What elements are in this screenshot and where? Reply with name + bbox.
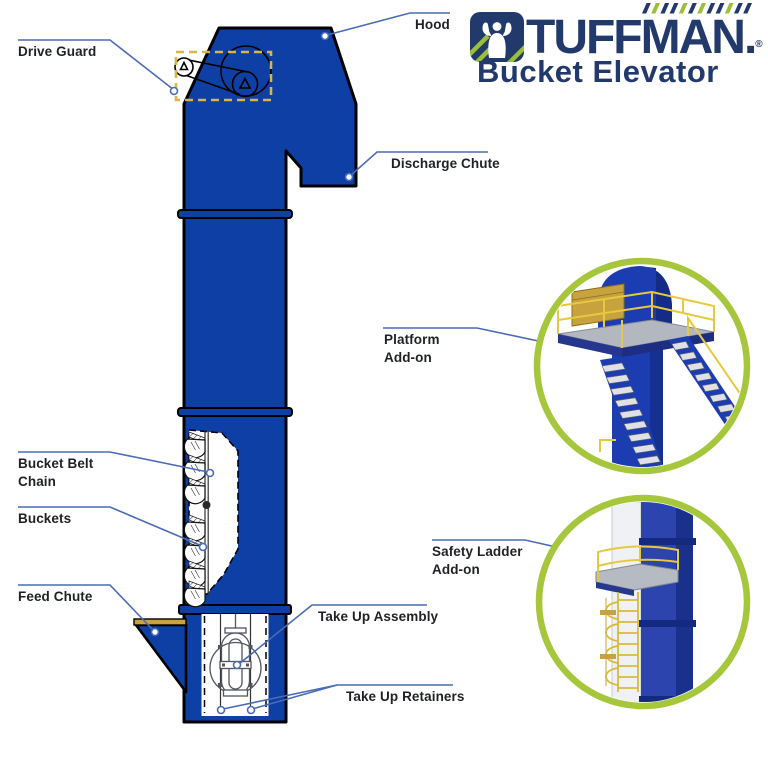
label-feed-chute: Feed Chute	[18, 589, 93, 604]
label-buckets: Buckets	[18, 511, 72, 526]
label-hood: Hood	[415, 17, 450, 32]
platform-railing	[557, 290, 743, 452]
feed-chute-drawing	[133, 618, 188, 694]
label-take-up-retainers: Take Up Retainers	[346, 689, 465, 704]
platform-addon-inset	[533, 257, 751, 475]
casing-flange-upper	[177, 209, 293, 219]
safety-ladder-addon-inset	[535, 494, 751, 710]
leader-lines	[18, 12, 630, 715]
label-platform-addon: Platform Add-on	[384, 332, 440, 365]
brand-wordmark: TUFFMAN.®	[526, 10, 763, 65]
casing-flange-lower	[177, 407, 293, 417]
muscleman-figure	[482, 22, 512, 58]
chain-bolt	[202, 501, 211, 509]
label-bucket-belt-chain: Bucket Belt Chain	[18, 456, 94, 489]
drive-guard-dashed-box	[174, 50, 273, 102]
label-discharge-chute: Discharge Chute	[391, 156, 500, 171]
tuffman-logo-icon	[470, 12, 524, 62]
product-title: Bucket Elevator	[477, 54, 719, 89]
bucket-cutaway	[183, 429, 239, 608]
brand-period: .	[743, 11, 757, 64]
drive-guard-assembly	[174, 45, 273, 102]
label-safety-ladder-addon: Safety Ladder Add-on	[432, 544, 523, 577]
label-drive-guard: Drive Guard	[18, 44, 97, 59]
ladder-platform-railing	[597, 545, 679, 582]
label-take-up-assembly: Take Up Assembly	[318, 609, 439, 624]
registered-mark: ®	[755, 39, 763, 50]
logo-hash-stripes	[642, 3, 752, 14]
brand-name-text: TUFFMAN	[526, 11, 746, 64]
